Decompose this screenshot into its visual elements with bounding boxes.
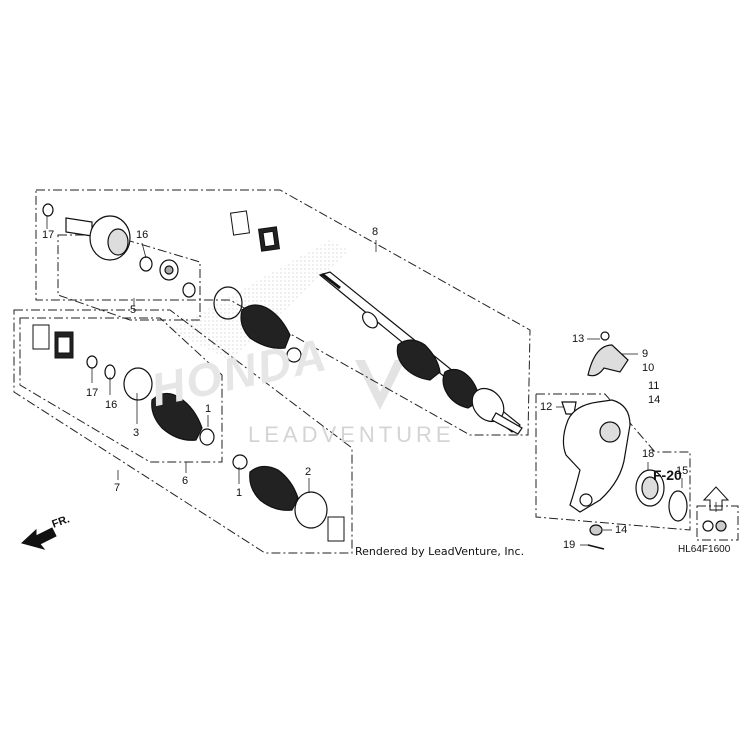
bearing-cage-hub — [164, 265, 174, 275]
inner-joint-shaft — [65, 217, 93, 237]
f20-arrow — [702, 486, 730, 511]
boot-upper — [240, 304, 291, 349]
callout-16b: 16 — [105, 399, 118, 411]
boot-band-upper-small — [286, 347, 302, 363]
callout-6: 7 — [114, 482, 121, 494]
knuckle-lower-eye — [579, 493, 593, 507]
knuckle-hub-bore — [599, 421, 621, 443]
callout-2: 2 — [305, 466, 312, 478]
bolt-13 — [600, 331, 610, 341]
callout-9: 10 — [642, 362, 655, 374]
nut-f20 — [715, 520, 727, 532]
watermark-wing — [170, 240, 350, 360]
callout-1a: 1 — [205, 403, 212, 415]
callout-5: 6 — [182, 475, 189, 487]
callout-10: 11 — [648, 380, 660, 392]
callout-7: 8 — [372, 226, 379, 238]
knuckle — [562, 399, 631, 513]
render-credit: Rendered by LeadVenture, Inc. — [355, 545, 525, 558]
callout-4: 5 — [130, 304, 137, 316]
watermark-brand: LEADVENTURE — [248, 422, 455, 447]
callout-17b: 17 — [86, 387, 99, 399]
cotter-pin-19 — [587, 544, 605, 550]
front-direction-arrow — [21, 527, 57, 550]
inner-joint-face — [107, 228, 129, 256]
callout-18: 18 — [642, 448, 655, 460]
hub-bearing-inner — [641, 476, 659, 500]
drawing-number: HL64F1600 — [678, 544, 731, 555]
group-outline-6 — [13, 309, 353, 554]
boot-band-1b — [232, 454, 248, 470]
group-outline-10 — [535, 393, 691, 531]
leader-16a — [141, 242, 147, 259]
grease-packet-7 — [327, 516, 345, 542]
callout-16a: 16 — [136, 229, 149, 241]
dust-cover — [587, 344, 629, 377]
snap-ring-16a — [139, 256, 153, 272]
boot-band-1a — [199, 428, 215, 446]
boot-band-2 — [294, 491, 328, 529]
callout-17a: 17 — [42, 229, 55, 241]
callout-3: 3 — [133, 427, 140, 439]
group-outline-4 — [57, 234, 201, 321]
callout-8: 9 — [642, 348, 649, 360]
circlip-17a-2 — [182, 282, 196, 298]
circlip-17b — [86, 355, 98, 369]
group-outline-f20 — [696, 505, 739, 541]
boot-band-3 — [123, 367, 153, 401]
shaft-joint-inner — [362, 311, 378, 329]
grease-packet-3 — [262, 230, 276, 248]
shaft-outer-stub — [491, 412, 523, 435]
callout-19: 19 — [563, 539, 576, 551]
watermark-v-logo — [355, 360, 405, 410]
snap-ring-16b — [104, 364, 116, 380]
callout-13: 13 — [572, 333, 585, 345]
shaft-boot-inner — [396, 339, 441, 381]
circlip-17a — [42, 203, 54, 217]
group-outline-5 — [19, 317, 223, 463]
grease-packet-4 — [32, 324, 50, 350]
grease-packet-6 — [57, 336, 71, 354]
nut-14 — [589, 524, 603, 536]
reference-code: F-20 — [653, 467, 682, 483]
washer-f20 — [702, 520, 714, 532]
callout-12: 14 — [648, 394, 661, 406]
boot-band-upper-large — [213, 286, 243, 320]
callout-11: 12 — [540, 401, 553, 413]
shaft-spline — [321, 272, 341, 290]
callout-15: 15 — [676, 465, 689, 477]
grease-packet-1 — [229, 210, 251, 236]
snap-ring-15 — [668, 490, 688, 522]
group-outline-7 — [35, 189, 531, 436]
boot-lower-outer — [249, 465, 299, 511]
boot-lower-inner — [151, 392, 203, 441]
callout-14: 14 — [615, 524, 628, 536]
callout-1b: 1 — [236, 487, 243, 499]
